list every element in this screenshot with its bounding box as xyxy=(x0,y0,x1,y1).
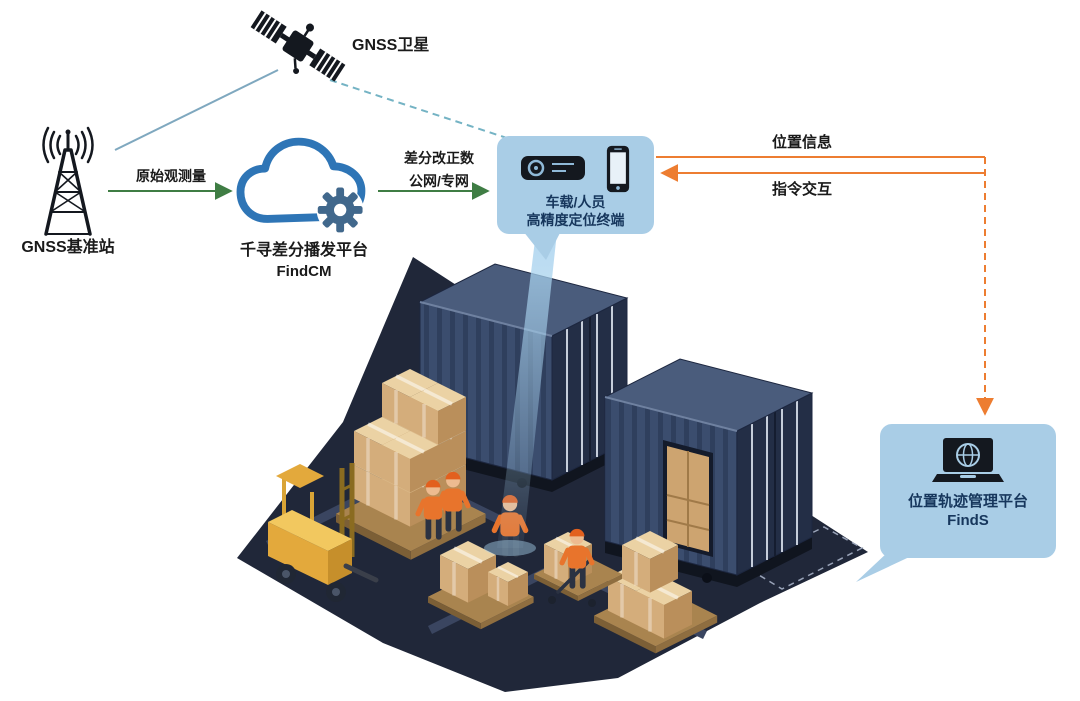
positioning-beam xyxy=(484,232,557,556)
smartphone-icon xyxy=(606,145,629,193)
terminal-label-line2: 高精度定位终端 xyxy=(526,211,625,228)
cloud-product-label: FindCM xyxy=(276,263,332,280)
link-satellite-to-terminal xyxy=(329,79,514,141)
cloud-platform-label: 千寻差分播发平台 xyxy=(239,242,368,259)
warehouse-scene xyxy=(237,257,868,692)
laptop-globe-icon xyxy=(932,438,1004,482)
connectors xyxy=(108,69,994,416)
terminal-bubble-tail xyxy=(523,231,561,260)
correction-label-line2: 公网/专网 xyxy=(409,173,469,189)
terminal-bubble: 车载/人员 高精度定位终端 xyxy=(497,136,654,234)
cloud-gear-icon xyxy=(236,137,366,234)
correction-label-line1: 差分改正数 xyxy=(404,150,474,166)
gnss-satellite-icon xyxy=(250,10,346,82)
raw-observation-label: 原始观测量 xyxy=(136,168,206,184)
forklift-icon xyxy=(268,463,379,602)
position-info-label: 位置信息 xyxy=(771,134,832,151)
platform-label-name: 位置轨迹管理平台 xyxy=(907,493,1028,510)
platform-bubble-tail xyxy=(856,552,920,582)
terminal-label-line1: 车载/人员 xyxy=(545,194,606,210)
platform-label-product: FindS xyxy=(947,512,989,530)
satellite-label: GNSS卫星 xyxy=(352,37,430,54)
container-icon xyxy=(603,358,814,587)
base-station-label: GNSS基准站 xyxy=(21,239,115,256)
platform-bubble: 位置轨迹管理平台 FindS xyxy=(880,424,1056,558)
receiver-box-icon xyxy=(520,156,585,180)
link-satellite-to-base xyxy=(114,69,279,151)
radio-tower-icon xyxy=(42,126,94,236)
command-interaction-label: 指令交互 xyxy=(771,181,832,198)
